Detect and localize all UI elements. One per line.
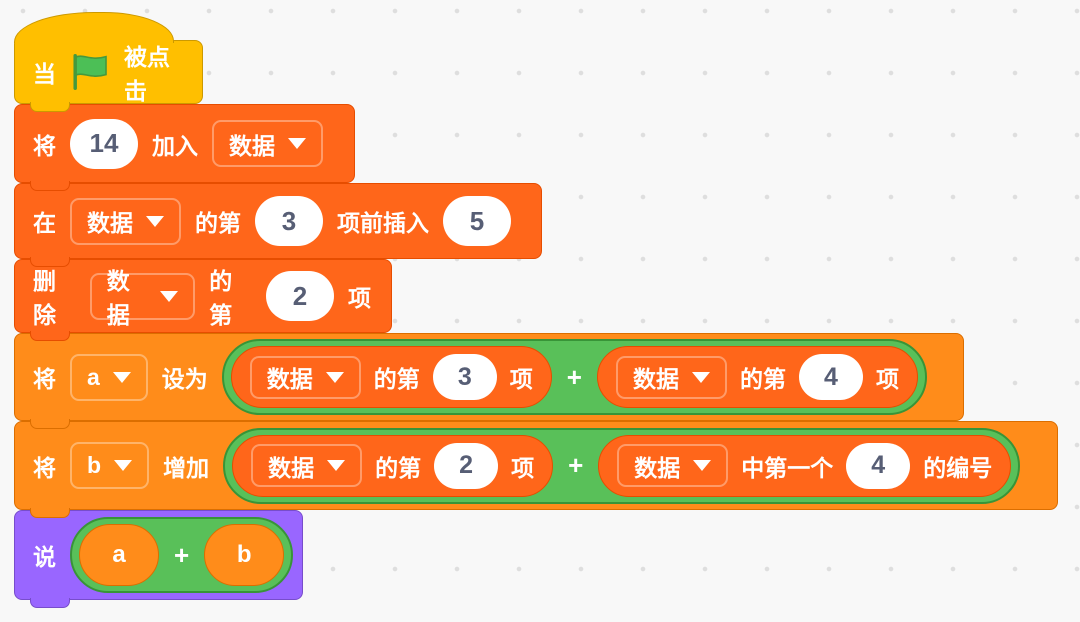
list-dropdown-value: 数据 <box>266 366 313 392</box>
dropdown-arrow-icon <box>114 460 133 471</box>
reporter-label-suffix: 项 <box>509 366 533 392</box>
delete-label-suffix: 项 <box>348 285 371 311</box>
say-label: 说 <box>33 544 56 570</box>
dropdown-arrow-icon <box>288 138 306 149</box>
insert-label-item: 的第 <box>195 210 241 236</box>
reporter-label-suffix: 项 <box>875 366 899 392</box>
operator-add-block[interactable]: 数据 的第 2 项 + 数据 中第一个 4 的编号 <box>223 427 1021 504</box>
change-variable-block[interactable]: 将 b 增加 数据 的第 2 项 + 数据 中第一个 <box>14 421 1058 518</box>
insert-label-before: 项前插入 <box>337 210 429 236</box>
list-dropdown-value: 数据 <box>229 132 275 159</box>
plus-operator-label: + <box>566 361 582 392</box>
variable-dropdown-value: a <box>87 363 100 390</box>
item-of-list-reporter[interactable]: 数据 的第 2 项 <box>232 434 554 497</box>
add-to-list-block[interactable]: 将 14 加入 数据 <box>14 104 355 191</box>
plus-operator-label: + <box>568 450 584 480</box>
index-input[interactable]: 2 <box>434 442 499 489</box>
list-dropdown[interactable]: 数据 <box>615 355 727 399</box>
list-dropdown[interactable]: 数据 <box>212 120 323 167</box>
insert-into-list-block[interactable]: 在 数据 的第 3 项前插入 5 <box>14 183 542 267</box>
set-variable-block[interactable]: 将 a 设为 数据 的第 3 项 + 数据 的第 <box>14 333 964 429</box>
dropdown-arrow-icon <box>693 460 712 471</box>
variable-dropdown[interactable]: b <box>70 442 150 489</box>
say-block[interactable]: 说 a + b <box>14 510 303 608</box>
number-input[interactable]: 5 <box>443 196 511 246</box>
variable-dropdown[interactable]: a <box>70 353 148 401</box>
index-input[interactable]: 3 <box>432 354 497 400</box>
dropdown-arrow-icon <box>112 371 131 383</box>
hat-label-clicked: 被点击 <box>124 44 170 104</box>
change-label-prefix: 将 <box>33 454 56 481</box>
item-number-of-list-reporter[interactable]: 数据 中第一个 4 的编号 <box>598 434 1012 497</box>
change-label-by: 增加 <box>163 454 210 481</box>
reporter-label-suffix: 项 <box>511 454 535 481</box>
set-label-prefix: 将 <box>33 366 56 392</box>
set-label-to: 设为 <box>161 366 208 392</box>
reporter-label-item: 的第 <box>739 366 786 392</box>
insert-label-prefix: 在 <box>33 210 56 236</box>
list-dropdown-value: 数据 <box>268 454 315 481</box>
reporter-label-item: 的第 <box>373 366 420 392</box>
delete-from-list-block[interactable]: 删除 数据 的第 2 项 <box>14 259 392 341</box>
delete-label-item: 的第 <box>209 268 233 328</box>
add-label-join: 加入 <box>152 132 198 159</box>
list-dropdown-value: 数据 <box>634 454 681 481</box>
operator-add-block[interactable]: a + b <box>70 517 294 593</box>
add-label-prefix: 将 <box>33 132 56 159</box>
index-input[interactable]: 2 <box>266 271 334 321</box>
list-dropdown-value: 数据 <box>632 366 679 392</box>
variable-reporter-b[interactable]: b <box>204 524 285 586</box>
list-dropdown[interactable]: 数据 <box>249 355 361 399</box>
variable-dropdown-value: b <box>87 452 102 478</box>
hat-label-when: 当 <box>33 61 56 87</box>
index-input[interactable]: 3 <box>255 196 323 246</box>
index-input[interactable]: 4 <box>798 354 863 400</box>
list-dropdown[interactable]: 数据 <box>70 197 181 245</box>
dropdown-arrow-icon <box>325 371 344 383</box>
value-input[interactable]: 4 <box>846 442 911 489</box>
item-of-list-reporter[interactable]: 数据 的第 3 项 <box>230 346 552 408</box>
item-of-list-reporter[interactable]: 数据 的第 4 项 <box>596 346 918 408</box>
variable-reporter-a[interactable]: a <box>79 524 159 586</box>
list-dropdown[interactable]: 数据 <box>89 268 196 328</box>
reporter-label-first-of: 中第一个 <box>741 454 834 481</box>
list-dropdown-value: 数据 <box>87 210 133 236</box>
green-flag-icon <box>70 52 110 92</box>
delete-label-prefix: 删除 <box>33 268 56 328</box>
operator-add-block[interactable]: 数据 的第 3 项 + 数据 的第 4 项 <box>221 339 927 415</box>
reporter-label-suffix: 的编号 <box>923 454 993 481</box>
dropdown-arrow-icon <box>691 371 710 383</box>
dropdown-arrow-icon <box>160 290 179 302</box>
reporter-label-item: 的第 <box>375 454 422 481</box>
when-flag-clicked-block[interactable]: 当 被点击 <box>14 12 203 112</box>
list-dropdown[interactable]: 数据 <box>251 444 363 487</box>
list-dropdown-value: 数据 <box>106 268 130 328</box>
dropdown-arrow-icon <box>327 460 346 471</box>
list-dropdown[interactable]: 数据 <box>617 444 729 487</box>
plus-operator-label: + <box>174 539 190 570</box>
number-input[interactable]: 14 <box>70 118 138 169</box>
dropdown-arrow-icon <box>146 215 164 227</box>
